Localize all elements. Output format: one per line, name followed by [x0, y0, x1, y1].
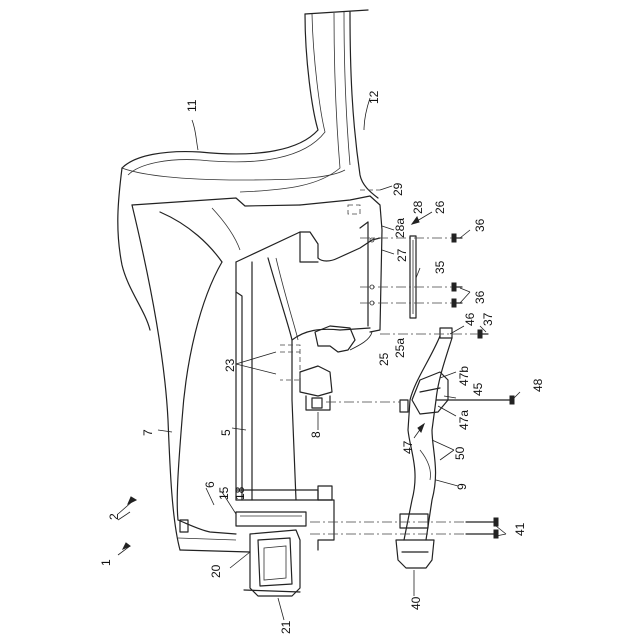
label-12: 12: [367, 90, 381, 104]
label-23: 23: [223, 358, 237, 372]
lower-bumper-21: [244, 530, 300, 596]
label-47b: 47b: [457, 366, 471, 386]
label-36-mid: 36: [473, 290, 487, 304]
assembly-arrows: [118, 497, 136, 549]
label-25a: 25a: [393, 338, 407, 358]
label-1: 1: [99, 559, 113, 566]
label-28: 28: [411, 200, 425, 214]
label-36-top: 36: [473, 218, 487, 232]
label-50: 50: [453, 446, 467, 460]
upper-bracket-26: [300, 190, 382, 332]
label-47: 47: [401, 440, 415, 454]
label-47a: 47a: [457, 410, 471, 430]
label-8: 8: [309, 431, 323, 438]
bolt-36-mid1: [452, 283, 462, 291]
label-9: 9: [455, 483, 469, 490]
label-27: 27: [395, 248, 409, 262]
label-35: 35: [433, 260, 447, 274]
bolt-37: [478, 330, 488, 338]
label-20: 20: [209, 564, 223, 578]
label-25: 25: [377, 352, 391, 366]
lower-bracket-15: [236, 486, 334, 550]
label-18: 18: [233, 486, 247, 500]
label-6: 6: [203, 481, 217, 488]
label-48: 48: [531, 378, 545, 392]
label-41: 41: [513, 522, 527, 536]
label-28a: 28a: [393, 218, 407, 238]
pillar-outer-panel: [122, 10, 378, 198]
bolt-41-b: [466, 530, 498, 538]
label-45: 45: [471, 382, 485, 396]
frame-member-5: [236, 232, 380, 500]
label-37: 37: [481, 312, 495, 326]
label-46: 46: [463, 312, 477, 326]
bolt-41-a: [466, 518, 498, 526]
label-5: 5: [219, 429, 233, 436]
label-11: 11: [185, 99, 199, 112]
label-26: 26: [433, 200, 447, 214]
label-15: 15: [217, 486, 231, 500]
reference-labels: 1 2 6 7 5 11 12 15 18 20 21 23 8 25 25a …: [99, 90, 545, 634]
label-7: 7: [141, 429, 155, 436]
label-40: 40: [409, 596, 423, 610]
bracket-25: [300, 326, 355, 410]
label-29: 29: [391, 182, 405, 196]
label-21: 21: [279, 620, 293, 634]
label-2: 2: [107, 513, 121, 520]
plate-35: [410, 236, 416, 318]
